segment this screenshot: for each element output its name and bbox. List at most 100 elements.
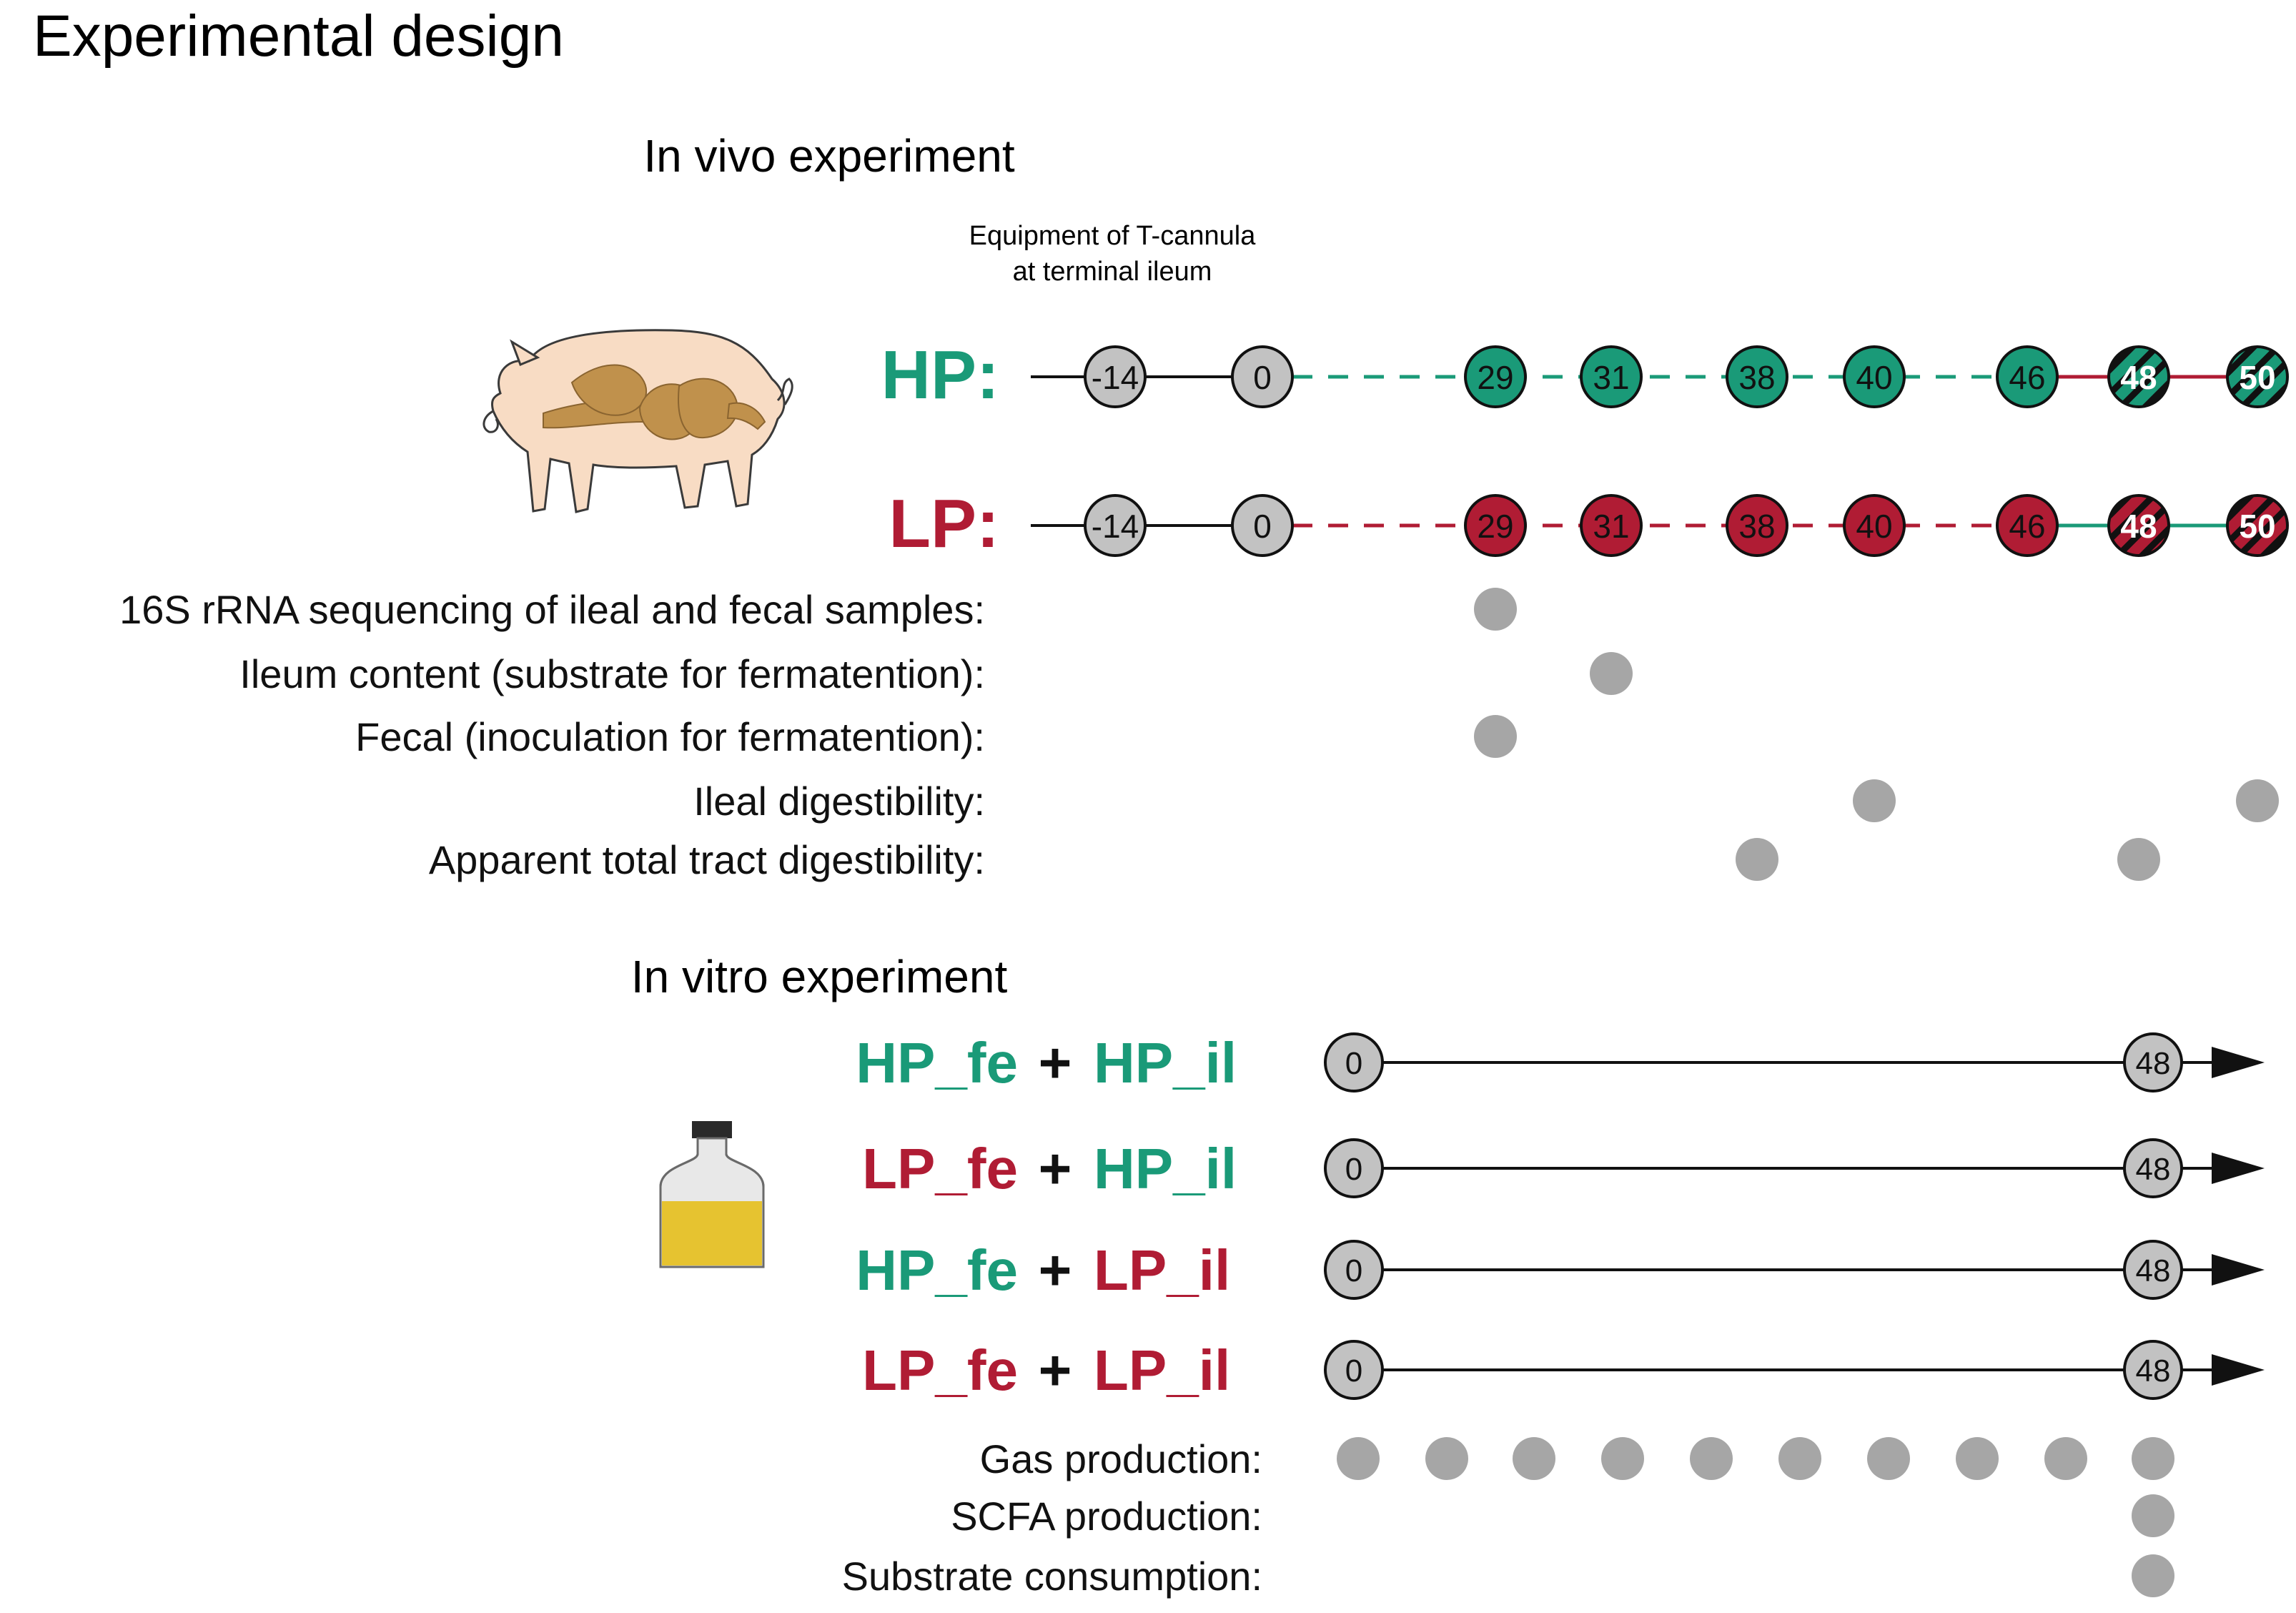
measurement-dot (1853, 779, 1896, 822)
end-node (2123, 1032, 2183, 1092)
measurement-label: Ileal digestibility: (693, 779, 985, 824)
day-label: 38 (1738, 508, 1775, 545)
figure-title: Experimental design (33, 4, 564, 69)
arrow-head (2212, 1354, 2265, 1386)
day-label: -14 (1092, 359, 1139, 396)
fermentation-bottle-icon (659, 1121, 765, 1268)
end-label: 48 (2136, 1253, 2171, 1288)
day-label: 50 (2239, 508, 2275, 545)
day-node (1464, 494, 1527, 557)
day-node (1726, 345, 1788, 408)
day-label: 0 (1253, 359, 1272, 396)
measurement-dot (1474, 588, 1517, 631)
day-label: 40 (1856, 359, 1892, 396)
measurement-dot (2132, 1437, 2174, 1480)
day-label: 50 (2239, 359, 2275, 396)
plus-sign: + (1039, 1338, 1072, 1402)
day-node (1580, 494, 1643, 557)
day-label: 31 (1593, 508, 1629, 545)
day-label: 46 (2009, 359, 2045, 396)
day-node (1084, 345, 1147, 408)
measurement-label: Substrate consumption: (842, 1554, 1262, 1599)
measurement-dot (2132, 1554, 2174, 1597)
start-node (1324, 1240, 1384, 1300)
measurement-dot (1337, 1437, 1380, 1480)
plus-sign: + (1039, 1031, 1072, 1095)
measurement-row: Ileal digestibility: (693, 779, 2279, 824)
day-label: 46 (2009, 508, 2045, 545)
day-label: 29 (1477, 359, 1513, 396)
in-vitro-heading: In vitro experiment (631, 951, 1008, 1002)
start-label: 0 (1345, 1152, 1362, 1187)
fecal-inoculum-label: LP_fe (862, 1338, 1018, 1402)
measurement-row: Fecal (inoculation for fermatention): (355, 714, 1517, 759)
day-node (1084, 494, 1147, 557)
start-label: 0 (1345, 1253, 1362, 1288)
end-label: 48 (2136, 1152, 2171, 1187)
start-label: 0 (1345, 1353, 1362, 1388)
in-vitro-row: HP_fe + LP_il 0 48 (856, 1238, 2265, 1302)
day-node (1843, 345, 1906, 408)
measurement-dot (2117, 838, 2160, 881)
in-vitro-measurement-row: SCFA production: (951, 1494, 2174, 1539)
day-node (1231, 345, 1294, 408)
measurement-dot (1778, 1437, 1821, 1480)
measurement-label: Apparent total tract digestibility: (429, 837, 985, 882)
day-label: 48 (2120, 359, 2157, 396)
cannula-annotation-line2: at terminal ileum (1013, 257, 1212, 287)
measurement-label: SCFA production: (951, 1494, 1262, 1539)
day-node (1464, 345, 1527, 408)
day-label: 48 (2120, 508, 2157, 545)
pig-icon (483, 329, 793, 513)
in-vitro-row: LP_fe + LP_il 0 48 (862, 1338, 2265, 1402)
ileal-substrate-label: LP_il (1094, 1338, 1230, 1402)
arrow-head (2212, 1153, 2265, 1184)
measurement-dot (1867, 1437, 1910, 1480)
end-node (2123, 1138, 2183, 1198)
day-label: 40 (1856, 508, 1892, 545)
day-label: 0 (1253, 508, 1272, 545)
fecal-inoculum-label: HP_fe (856, 1238, 1018, 1302)
in-vitro-measurements: Gas production: SCFA production: Substrate… (842, 1436, 2174, 1599)
measurement-dot (1590, 652, 1633, 695)
day-node (1580, 345, 1643, 408)
day-node (2226, 345, 2289, 408)
day-node (1996, 345, 2059, 408)
start-node (1324, 1032, 1384, 1092)
measurement-dot (2132, 1494, 2174, 1537)
measurement-dot (2044, 1437, 2087, 1480)
measurement-dot (1956, 1437, 1999, 1480)
measurement-dot (1690, 1437, 1733, 1480)
measurement-label: 16S rRNA sequencing of ileal and fecal s… (119, 587, 985, 632)
day-node (2107, 494, 2170, 557)
fecal-inoculum-label: HP_fe (856, 1031, 1018, 1095)
measurement-row: 16S rRNA sequencing of ileal and fecal s… (119, 587, 1517, 632)
day-node (2107, 345, 2170, 408)
end-label: 48 (2136, 1353, 2171, 1388)
cannula-annotation-line1: Equipment of T-cannula (969, 221, 1257, 251)
measurement-row: Apparent total tract digestibility: (429, 837, 2160, 882)
measurement-dot (1601, 1437, 1644, 1480)
end-node (2123, 1340, 2183, 1400)
day-label: 31 (1593, 359, 1629, 396)
measurement-label: Fecal (inoculation for fermatention): (355, 714, 985, 759)
measurement-dot (1736, 838, 1778, 881)
start-node (1324, 1138, 1384, 1198)
in-vivo-heading: In vivo experiment (643, 130, 1015, 182)
arrow-head (2212, 1047, 2265, 1078)
group-label-hp: HP: (881, 337, 999, 413)
ileal-substrate-label: HP_il (1094, 1137, 1237, 1200)
plus-sign: + (1039, 1238, 1072, 1302)
day-node (1231, 494, 1294, 557)
in-vitro-measurement-row: Gas production: (980, 1436, 2174, 1481)
measurement-dot (1474, 715, 1517, 758)
plus-sign: + (1039, 1137, 1072, 1200)
ileal-substrate-label: LP_il (1094, 1238, 1230, 1302)
